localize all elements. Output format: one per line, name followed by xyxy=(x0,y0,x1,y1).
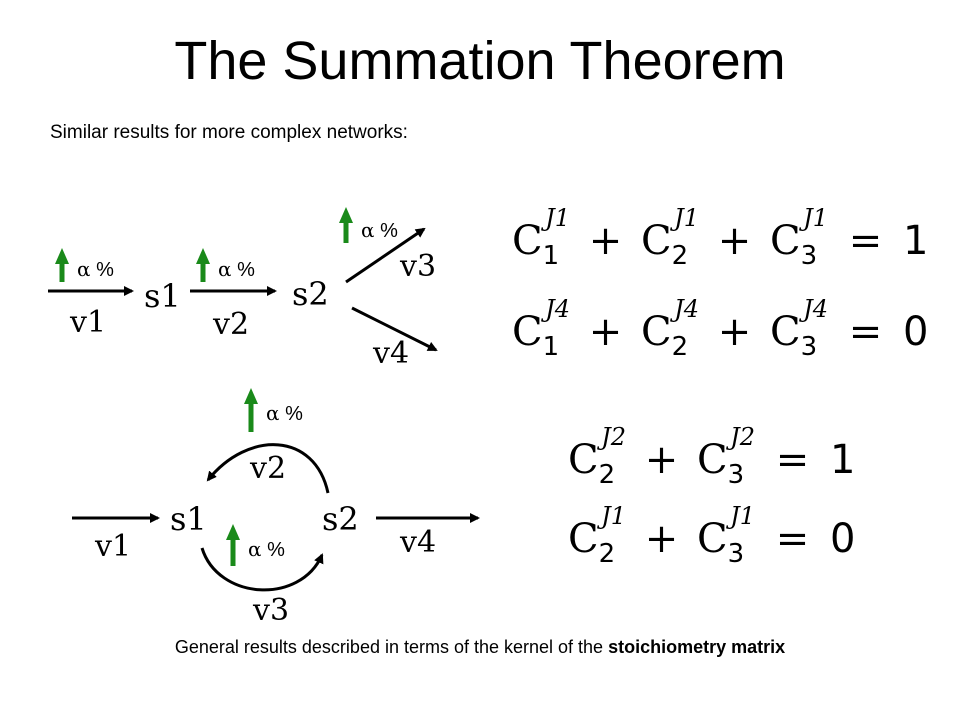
equations: C1J1 + C2J1 + C3J1 = 1 C1J4 + C2J4 + C3J… xyxy=(512,190,928,569)
reaction-v1-label: v1 xyxy=(94,529,131,564)
reaction-v3-label: v3 xyxy=(252,593,289,628)
reaction-v4-label: v4 xyxy=(372,336,409,371)
species-s1-label: s1 xyxy=(144,277,181,315)
reaction-v2-label: v2 xyxy=(212,307,249,342)
species-s2-label: s2 xyxy=(292,275,329,313)
reaction-v3-arrow xyxy=(200,547,324,592)
perturbation-label: α % xyxy=(266,401,303,425)
perturbation-label: α % xyxy=(361,218,398,242)
slide-subtitle: Similar results for more complex network… xyxy=(50,122,408,143)
reaction-v4-arrow xyxy=(351,306,438,352)
perturbation-label: α % xyxy=(248,537,285,561)
network-2: v1 s1 v2 α % v3 α % s2 v4 xyxy=(72,388,480,628)
equation-3: C2J2 + C3J2 = 1 xyxy=(568,409,855,490)
species-s1-label: s1 xyxy=(170,500,207,538)
perturbation-label: α % xyxy=(218,257,255,281)
footer-text: General results described in terms of th… xyxy=(174,637,609,657)
term-c: C xyxy=(512,218,543,264)
footer-bold-term: stoichiometry matrix xyxy=(608,637,786,657)
slide-footer: General results described in terms of th… xyxy=(0,637,960,658)
reaction-v2-arrow xyxy=(206,443,330,494)
slide-title: The Summation Theorem xyxy=(174,31,786,91)
equation-2: C1J4 + C2J4 + C3J4 = 0 xyxy=(512,281,928,362)
network-1: v1 α % s1 v2 α % s2 v3 α % v4 xyxy=(48,207,438,371)
equation-1: C1J1 + C2J1 + C3J1 = 1 xyxy=(512,190,928,271)
reaction-v3-label: v3 xyxy=(399,249,436,284)
reaction-v3-arrow xyxy=(345,227,426,284)
reaction-v1-label: v1 xyxy=(69,305,106,340)
species-s2-label: s2 xyxy=(322,500,359,538)
equation-4: C2J1 + C3J1 = 0 xyxy=(568,488,855,569)
reaction-v4-label: v4 xyxy=(399,525,436,560)
reaction-v2-label: v2 xyxy=(249,451,286,486)
perturbation-label: α % xyxy=(77,257,114,281)
